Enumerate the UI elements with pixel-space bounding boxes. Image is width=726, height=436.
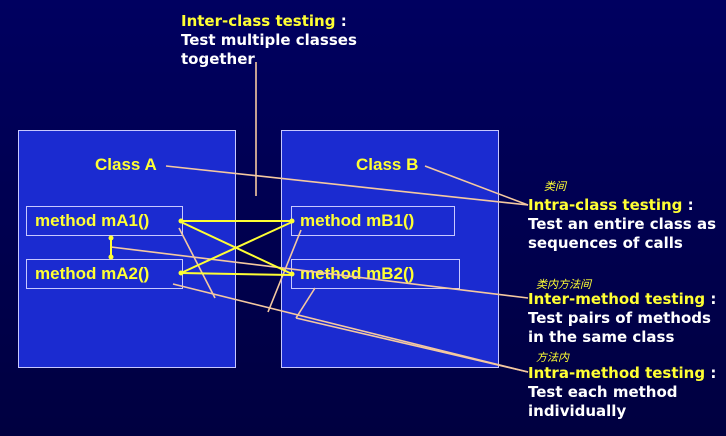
- method-ma1-box: method mA1(): [26, 206, 183, 236]
- intra-class-title: Intra-class testing: [528, 196, 683, 214]
- class-b-title: Class B: [356, 155, 419, 174]
- inter-method-line-1: [110, 246, 529, 299]
- inter-method-caption: Inter-method testing : Test pairs of met…: [528, 290, 716, 347]
- inter-method-colon: :: [705, 290, 717, 308]
- method-mb2-box: method mB2(): [291, 259, 460, 289]
- inter-method-note: 类内方法间: [536, 278, 591, 291]
- method-mb1-box: method mB1(): [291, 206, 455, 236]
- intra-class-line-a: [165, 165, 529, 206]
- intra-method-title: Intra-method testing: [528, 364, 706, 382]
- inter-class-line2: together: [181, 50, 255, 68]
- intra-class-colon: :: [682, 196, 694, 214]
- intra-method-line1: Test each method: [528, 383, 678, 401]
- intra-class-note: 类间: [544, 180, 566, 193]
- intra-class-line1: Test an entire class as: [528, 215, 716, 233]
- inter-method-title: Inter-method testing: [528, 290, 706, 308]
- intra-method-line2: individually: [528, 402, 627, 420]
- intra-method-line-1: [172, 283, 529, 373]
- inter-class-line1: Test multiple classes: [181, 31, 357, 49]
- class-b-box: [281, 130, 499, 368]
- call-ma2-mb1: [180, 221, 293, 274]
- class-a-title: Class A: [95, 155, 157, 174]
- intra-method-note: 方法内: [536, 351, 569, 364]
- method-ma2-box: method mA2(): [26, 259, 183, 289]
- intra-method-caption: Intra-method testing : Test each method …: [528, 364, 716, 421]
- inter-method-line-2: [178, 227, 216, 299]
- intra-class-line2: sequences of calls: [528, 234, 683, 252]
- intra-method-line-2: [295, 317, 529, 373]
- inter-class-title: Inter-class testing: [181, 12, 336, 30]
- inter-method-line2: in the same class: [528, 328, 675, 346]
- inter-class-caption: Inter-class testing : Test multiple clas…: [181, 12, 357, 69]
- intra-class-line-b: [424, 165, 529, 206]
- intra-method-line-3: [295, 287, 316, 319]
- inter-class-colon: :: [335, 12, 347, 30]
- intra-method-colon: :: [705, 364, 717, 382]
- inter-method-line1: Test pairs of methods: [528, 309, 711, 327]
- call-ma2-mb2: [180, 272, 293, 276]
- intra-class-caption: Intra-class testing : Test an entire cla…: [528, 196, 716, 253]
